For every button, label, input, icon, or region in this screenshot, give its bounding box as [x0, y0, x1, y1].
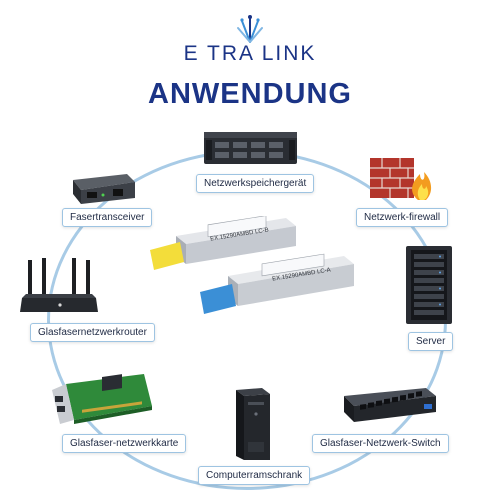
sfp-module-left-icon	[150, 216, 296, 270]
firewall-icon	[370, 158, 432, 200]
media-converter-icon	[73, 174, 135, 204]
server-rack-icon	[406, 246, 452, 324]
media-converter-label: Fasertransceiver	[62, 208, 153, 227]
router-icon	[20, 258, 98, 312]
nas-label: Netzwerkspeichergerät	[196, 174, 315, 193]
page-title: ANWENDUNG	[148, 78, 352, 110]
network-switch-icon	[344, 388, 436, 422]
brand-logo-text: E TRA LINK	[183, 42, 317, 65]
network-card-icon	[52, 374, 152, 424]
network-card-label: Glasfaser-netzwerkkarte	[62, 434, 187, 453]
server-label: Server	[408, 332, 454, 351]
nas-device-icon	[204, 132, 297, 164]
sfp-module-right-icon	[200, 253, 354, 314]
desktop-label: Computerramschrank	[198, 466, 311, 485]
fiber-burst-icon	[237, 15, 263, 43]
firewall-label: Netzwerk-firewall	[356, 208, 449, 227]
brand-logo: E TRA LINK	[0, 15, 500, 66]
router-label: Glasfasernetzwerkrouter	[30, 323, 155, 342]
desktop-tower-icon	[236, 388, 270, 460]
network-switch-label: Glasfaser-Netzwerk-Switch	[312, 434, 449, 453]
